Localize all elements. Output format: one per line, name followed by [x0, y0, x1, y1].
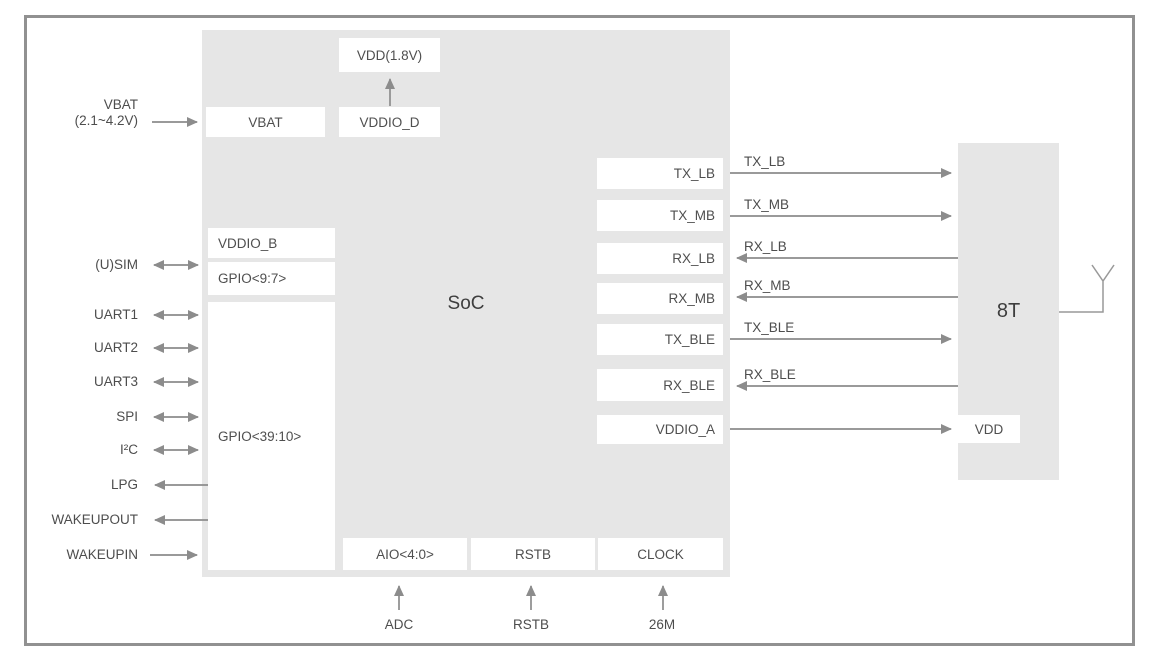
signal-label-rx-ble: RX_BLE [744, 367, 796, 382]
port-label-uart1: UART1 [93, 307, 138, 322]
rstb-pin-box: RSTB [471, 538, 595, 570]
port-label-uart2: UART2 [93, 340, 138, 355]
rx-ble-pin-box: RX_BLE [597, 369, 723, 401]
aio-pin-box: AIO<4:0> [343, 538, 467, 570]
port-label-uart3: UART3 [93, 374, 138, 389]
vddio-d-pin-box: VDDIO_D [339, 107, 440, 137]
tx-ble-pin-box: TX_BLE [597, 324, 723, 355]
vbat-source-line2: (2.1~4.2V) [74, 113, 138, 128]
source-label-adc: ADC [384, 617, 414, 632]
vdd18-box: VDD(1.8V) [339, 38, 440, 72]
port-label-i2c: I²C [120, 442, 138, 457]
rf-vdd-pin-box: VDD [958, 415, 1020, 443]
port-label-wakeupin: WAKEUPIN [66, 547, 138, 562]
port-label-usim: (U)SIM [95, 257, 138, 272]
gpio-39-10-pin-box: GPIO<39:10> [208, 302, 335, 570]
source-label-rstb: RSTB [512, 617, 549, 632]
tx-lb-pin-box: TX_LB [597, 158, 723, 189]
clock-pin-box: CLOCK [598, 538, 723, 570]
vbat-pin-box: VBAT [206, 107, 325, 137]
gpio-9-7-pin-box: GPIO<9:7> [208, 262, 335, 295]
vddio-a-pin-box: VDDIO_A [597, 415, 723, 444]
port-label-wakeupout: WAKEUPOUT [51, 512, 138, 527]
signal-label-tx-mb: TX_MB [744, 197, 790, 212]
rx-lb-pin-box: RX_LB [597, 243, 723, 274]
port-label-lpg: LPG [110, 477, 138, 492]
source-label-26m: 26M [648, 617, 676, 632]
vddio-b-pin-box: VDDIO_B [208, 228, 335, 258]
rf-block-label: 8T [996, 300, 1021, 322]
port-label-spi: SPI [116, 409, 138, 424]
soc-block-label: SoC [447, 292, 485, 314]
rx-mb-pin-box: RX_MB [597, 283, 723, 314]
tx-mb-pin-box: TX_MB [597, 200, 723, 231]
vbat-source-label: VBAT (2.1~4.2V) [0, 97, 138, 129]
signal-label-rx-mb: RX_MB [744, 278, 791, 293]
signal-label-rx-lb: RX_LB [744, 239, 787, 254]
vbat-source-line1: VBAT [103, 97, 138, 112]
signal-label-tx-lb: TX_LB [744, 154, 786, 169]
signal-label-tx-ble: TX_BLE [744, 320, 795, 335]
